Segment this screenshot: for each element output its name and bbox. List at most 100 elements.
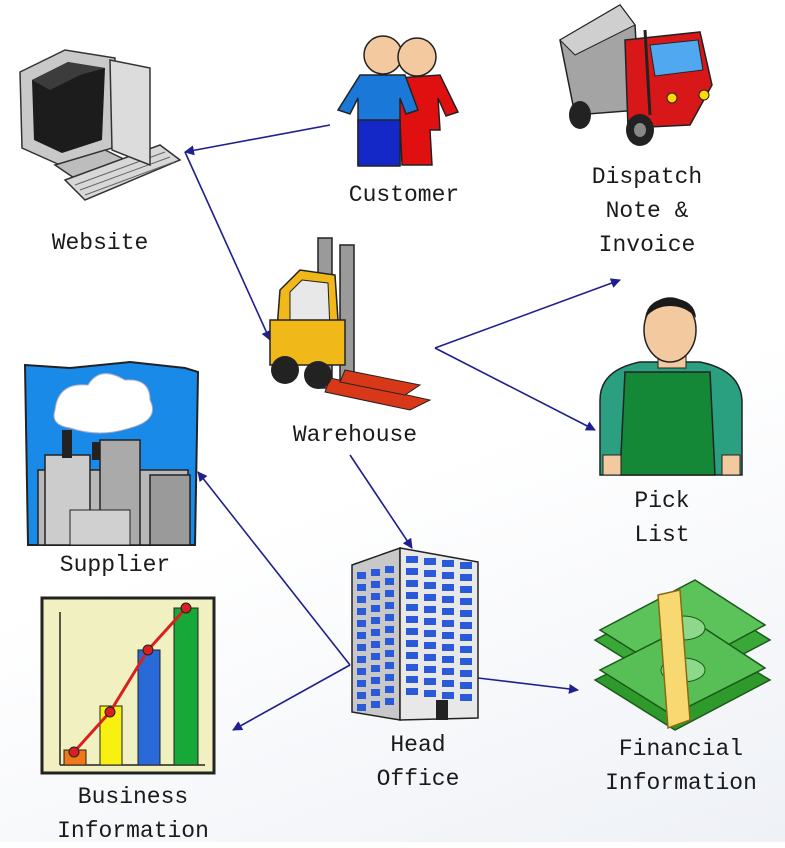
building-window — [385, 686, 394, 693]
building-window — [406, 688, 418, 695]
edge-customer-website — [184, 124, 331, 156]
customer-icon — [336, 35, 460, 167]
building-window — [442, 596, 454, 603]
building-window — [357, 680, 366, 687]
edge-headoffice-supplier-a — [197, 471, 351, 666]
building-window — [385, 638, 394, 645]
edge-website-warehouse — [184, 151, 271, 341]
building-window — [371, 569, 380, 576]
building-window — [460, 694, 472, 701]
head-office-line-1: Head — [390, 732, 446, 758]
growth-chart-icon — [40, 596, 216, 775]
building-window — [424, 642, 436, 649]
building-window — [460, 622, 472, 629]
building-window — [357, 584, 366, 591]
building-window — [442, 560, 454, 567]
building-window — [357, 632, 366, 639]
building-window — [357, 572, 366, 579]
building-window — [460, 634, 472, 641]
building-window — [424, 666, 436, 673]
building-window — [385, 662, 394, 669]
dispatch-line-3: Invoice — [598, 232, 696, 258]
building-window — [442, 668, 454, 675]
pick-list-line-2: List — [634, 522, 690, 548]
building-window — [385, 578, 394, 585]
building-window — [460, 658, 472, 665]
building-window — [406, 580, 418, 587]
edge-headoffice-business — [232, 664, 351, 731]
building-window — [424, 690, 436, 697]
building-window — [424, 606, 436, 613]
building-window — [371, 641, 380, 648]
building-window — [385, 590, 394, 597]
building-window — [357, 596, 366, 603]
forklift-icon — [269, 237, 432, 411]
building-window — [357, 656, 366, 663]
building-window — [385, 614, 394, 621]
node-label-customer: Customer — [348, 182, 460, 208]
building-window — [357, 608, 366, 615]
building-window — [424, 654, 436, 661]
dispatch-line-2: Note & — [605, 198, 689, 224]
edge-warehouse-picklist — [434, 347, 596, 431]
building-window — [371, 617, 380, 624]
building-window — [460, 574, 472, 581]
building-window — [460, 682, 472, 689]
building-window — [371, 665, 380, 672]
building-window — [424, 570, 436, 577]
building-window — [424, 630, 436, 637]
building-window — [442, 692, 454, 699]
building-window — [371, 593, 380, 600]
building-window — [424, 618, 436, 625]
building-window — [406, 640, 418, 647]
building-window — [385, 626, 394, 633]
building-window — [371, 677, 380, 684]
dispatch-line-1: Dispatch — [591, 164, 703, 190]
building-window — [442, 656, 454, 663]
building-window — [460, 670, 472, 677]
node-label-head-office: Head Office — [377, 728, 460, 796]
building-window — [371, 701, 380, 708]
node-label-pick-list: Pick List — [634, 484, 689, 552]
financial-line-2: Information — [605, 770, 757, 796]
building-window — [371, 689, 380, 696]
building-window — [385, 674, 394, 681]
building-window — [424, 678, 436, 685]
building-window — [371, 653, 380, 660]
node-label-business: Business Information — [57, 780, 209, 848]
building-window — [371, 629, 380, 636]
node-label-dispatch: Dispatch Note & Invoice — [592, 160, 702, 262]
building-window — [385, 602, 394, 609]
financial-line-1: Financial — [618, 736, 744, 762]
building-window — [460, 562, 472, 569]
building-window — [442, 632, 454, 639]
building-window — [442, 680, 454, 687]
business-line-1: Business — [77, 784, 189, 810]
building-window — [460, 646, 472, 653]
building-icon — [351, 546, 479, 721]
building-window — [357, 692, 366, 699]
node-label-website: Website — [51, 230, 149, 256]
building-window — [442, 620, 454, 627]
building-window — [406, 592, 418, 599]
building-window — [406, 676, 418, 683]
node-label-supplier: Supplier — [59, 552, 171, 578]
edge-headoffice-financial — [477, 677, 579, 694]
building-window — [406, 664, 418, 671]
pick-list-line-1: Pick — [634, 488, 690, 514]
business-line-2: Information — [57, 818, 209, 844]
building-window — [385, 698, 394, 705]
building-window — [357, 644, 366, 651]
worker-icon — [599, 297, 743, 476]
building-window — [442, 572, 454, 579]
edge-warehouse-dispatch — [434, 278, 621, 349]
building-window — [406, 616, 418, 623]
building-window — [385, 566, 394, 573]
building-window — [357, 668, 366, 675]
node-label-warehouse: Warehouse — [292, 422, 418, 448]
edge-warehouse-headoffice — [349, 454, 413, 549]
building-window — [371, 605, 380, 612]
building-window — [406, 628, 418, 635]
building-window — [460, 586, 472, 593]
